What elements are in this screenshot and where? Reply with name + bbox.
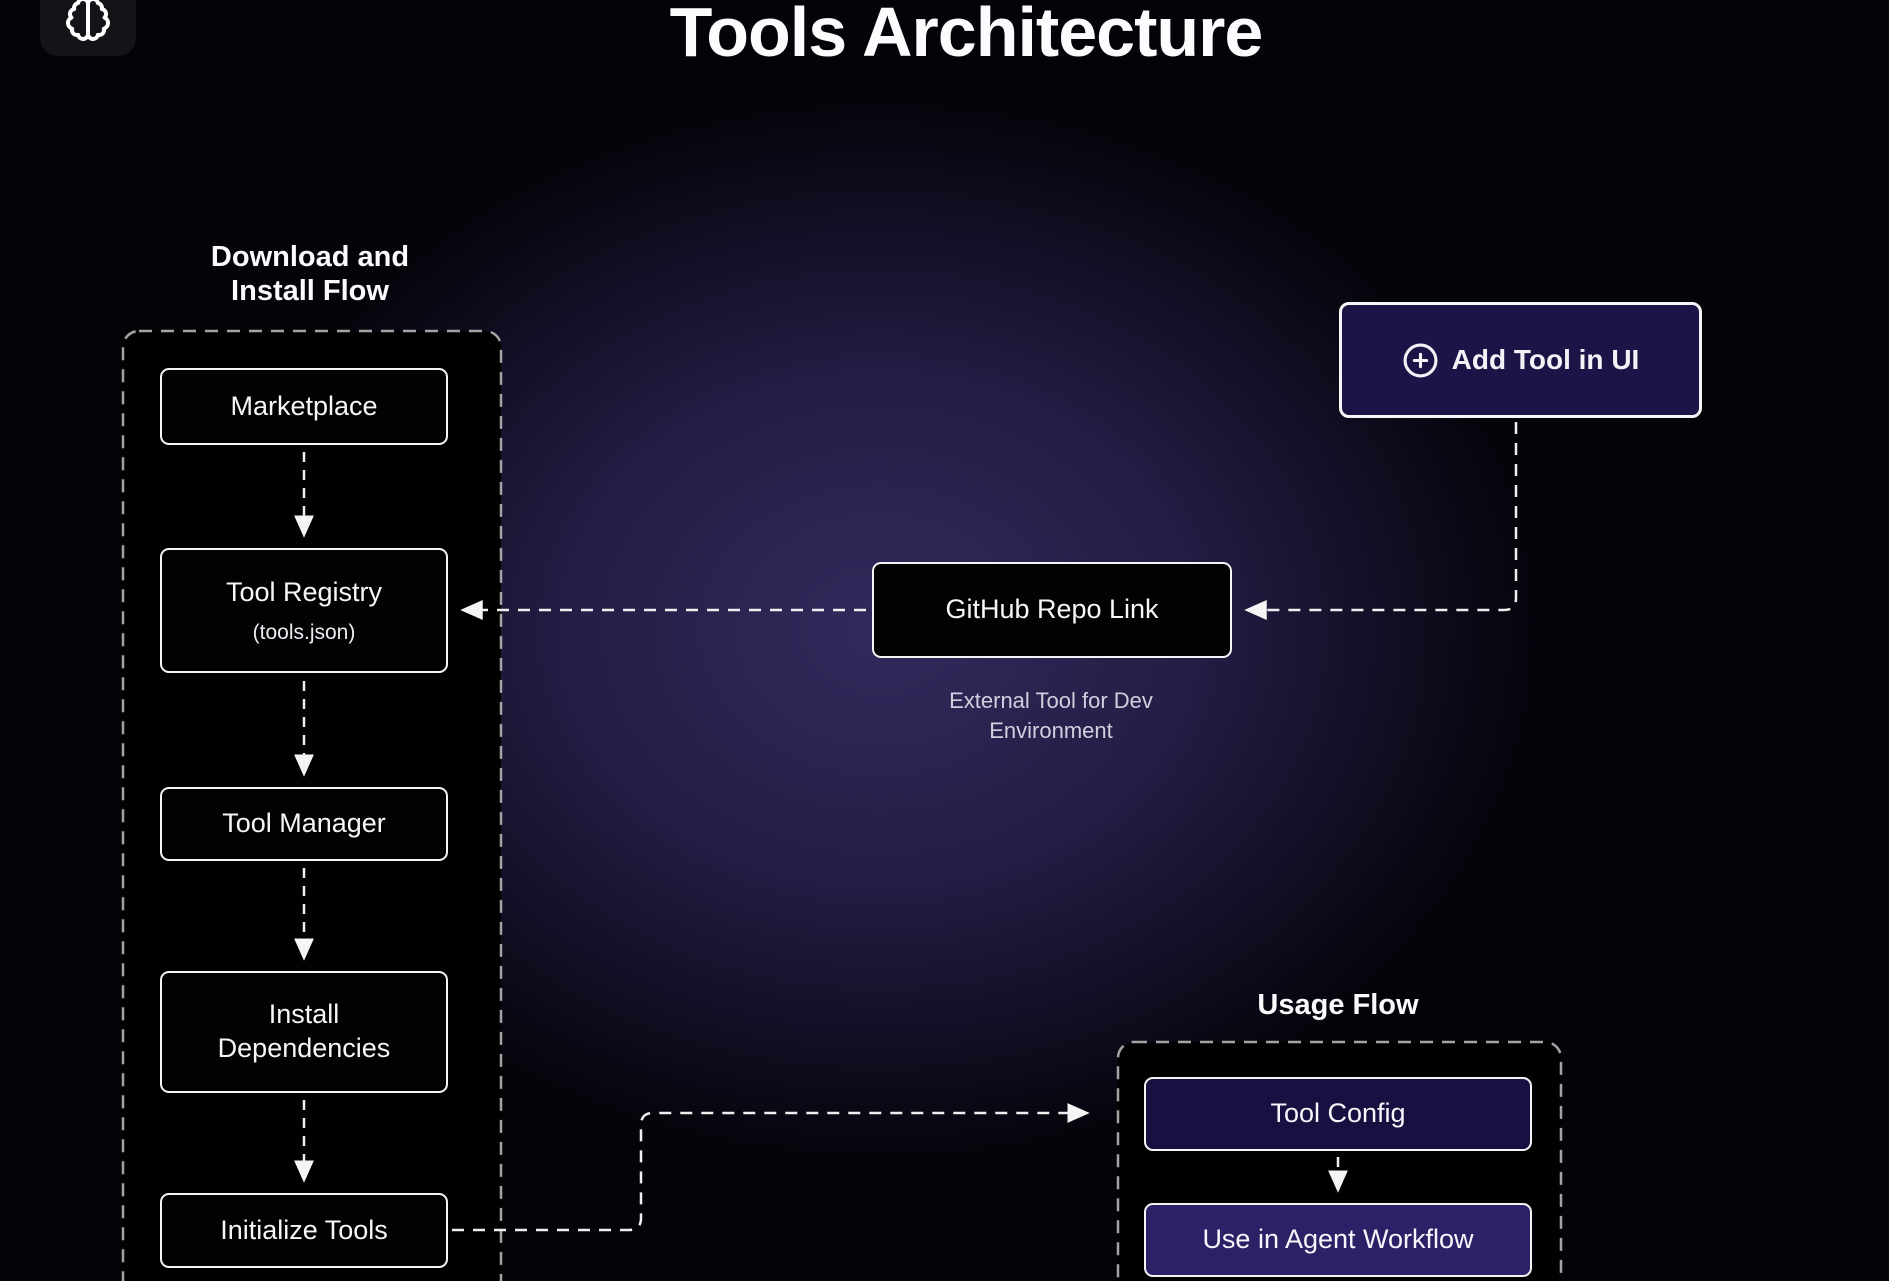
node-install-dependencies[interactable]: Install Dependencies [160,971,448,1093]
add-tool-in-ui-button[interactable]: Add Tool in UI [1339,302,1702,418]
brain-icon [66,0,110,41]
app-logo[interactable] [40,0,136,56]
tool-registry-sublabel: (tools.json) [252,621,356,645]
node-github-repo-link[interactable]: GitHub Repo Link [872,562,1232,658]
usage-flow-label: Usage Flow [1257,989,1419,1021]
node-tool-config[interactable]: Tool Config [1144,1077,1532,1151]
connector-add-tool-to-github [1244,422,1518,620]
node-initialize-tools[interactable]: Initialize Tools [160,1193,448,1268]
connector-initialize-tools-to-tool-config [452,1103,1090,1232]
node-tool-registry[interactable]: Tool Registry (tools.json) [160,548,448,673]
node-marketplace[interactable]: Marketplace [160,368,448,445]
node-tool-manager[interactable]: Tool Manager [160,787,448,861]
github-caption: External Tool for Dev Environment [949,688,1153,743]
page-title: Tools Architecture [669,0,1264,71]
node-use-in-agent-workflow[interactable]: Use in Agent Workflow [1144,1203,1532,1277]
plus-circle-icon [1403,343,1438,377]
download-install-flow-label: Download and Install Flow [210,241,410,308]
